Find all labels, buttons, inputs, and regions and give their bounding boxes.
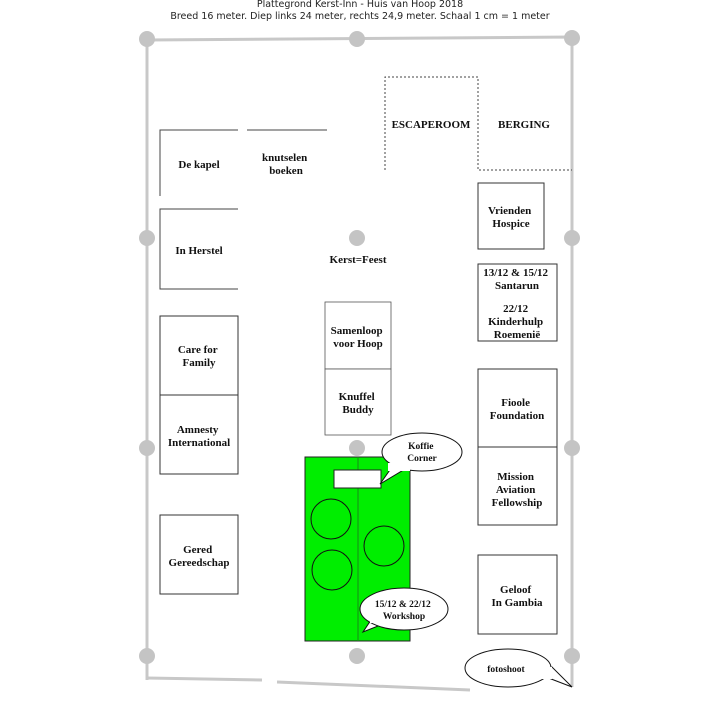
bubble-koffie-corner xyxy=(379,432,463,485)
room-samenloop: Samenloop voor Hoop xyxy=(331,325,386,350)
bubble-fotoshoot xyxy=(464,648,573,688)
round-table xyxy=(311,549,353,591)
round-table xyxy=(310,498,352,540)
room-vrienden-hospice-box xyxy=(477,182,545,250)
room-gered-gereedschap: Gered Gereedschap xyxy=(169,544,230,569)
room-knuffel-buddy-box xyxy=(324,368,392,436)
room-kinderhulp: 22/12 Kinderhulp Roemenië xyxy=(488,303,546,341)
room-care-for-family: Care for Family xyxy=(178,344,220,369)
room-santarun-box xyxy=(477,263,558,342)
room-amnesty: Amnesty International xyxy=(168,424,230,449)
room-santarun: 13/12 & 15/12 Santarun xyxy=(483,267,551,292)
room-care-for-family-box xyxy=(159,315,239,396)
koffie-corner-area xyxy=(304,456,411,642)
counter xyxy=(333,469,382,489)
bubble-workshop xyxy=(359,587,449,634)
room-de-kapel: De kapel xyxy=(178,159,219,171)
escaperoom-area xyxy=(384,76,572,171)
room-geloof-gambia: Geloof In Gambia xyxy=(491,584,543,609)
room-amnesty-box xyxy=(159,394,239,475)
room-knuffel-buddy: Knuffel Buddy xyxy=(339,391,378,416)
plan-subtitle: Breed 16 meter. Diep links 24 meter, rec… xyxy=(170,11,549,22)
room-geloof-gambia-box xyxy=(477,554,558,635)
room-fioole: Fioole Foundation xyxy=(490,397,544,422)
room-mission-aviation-box xyxy=(477,446,558,526)
bubble-koffie-corner-text: Koffie Corner xyxy=(407,442,437,464)
room-escaperoom: ESCAPEROOM xyxy=(392,119,471,131)
room-berging: BERGING xyxy=(498,119,550,131)
area-kerst-feest: Kerst=Feest xyxy=(330,254,387,266)
plan-title: Plattegrond Kerst-Inn - Huis van Hoop 20… xyxy=(257,0,463,10)
room-knutselen-boeken: knutselen boeken xyxy=(262,152,310,177)
bubble-fotoshoot-text: fotoshoot xyxy=(487,665,525,675)
room-mission-aviation: Mission Aviation Fellowship xyxy=(492,471,543,509)
room-gered-gereedschap-box xyxy=(159,514,239,595)
bubble-workshop-text: 15/12 & 22/12 Workshop xyxy=(375,600,433,622)
room-vrienden-hospice: Vrienden Hospice xyxy=(488,205,534,230)
room-in-herstel: In Herstel xyxy=(175,245,222,257)
room-fioole-box xyxy=(477,368,558,448)
room-samenloop-box xyxy=(324,301,392,370)
round-table xyxy=(363,525,405,567)
partitions xyxy=(159,129,327,290)
pillars xyxy=(139,30,580,664)
